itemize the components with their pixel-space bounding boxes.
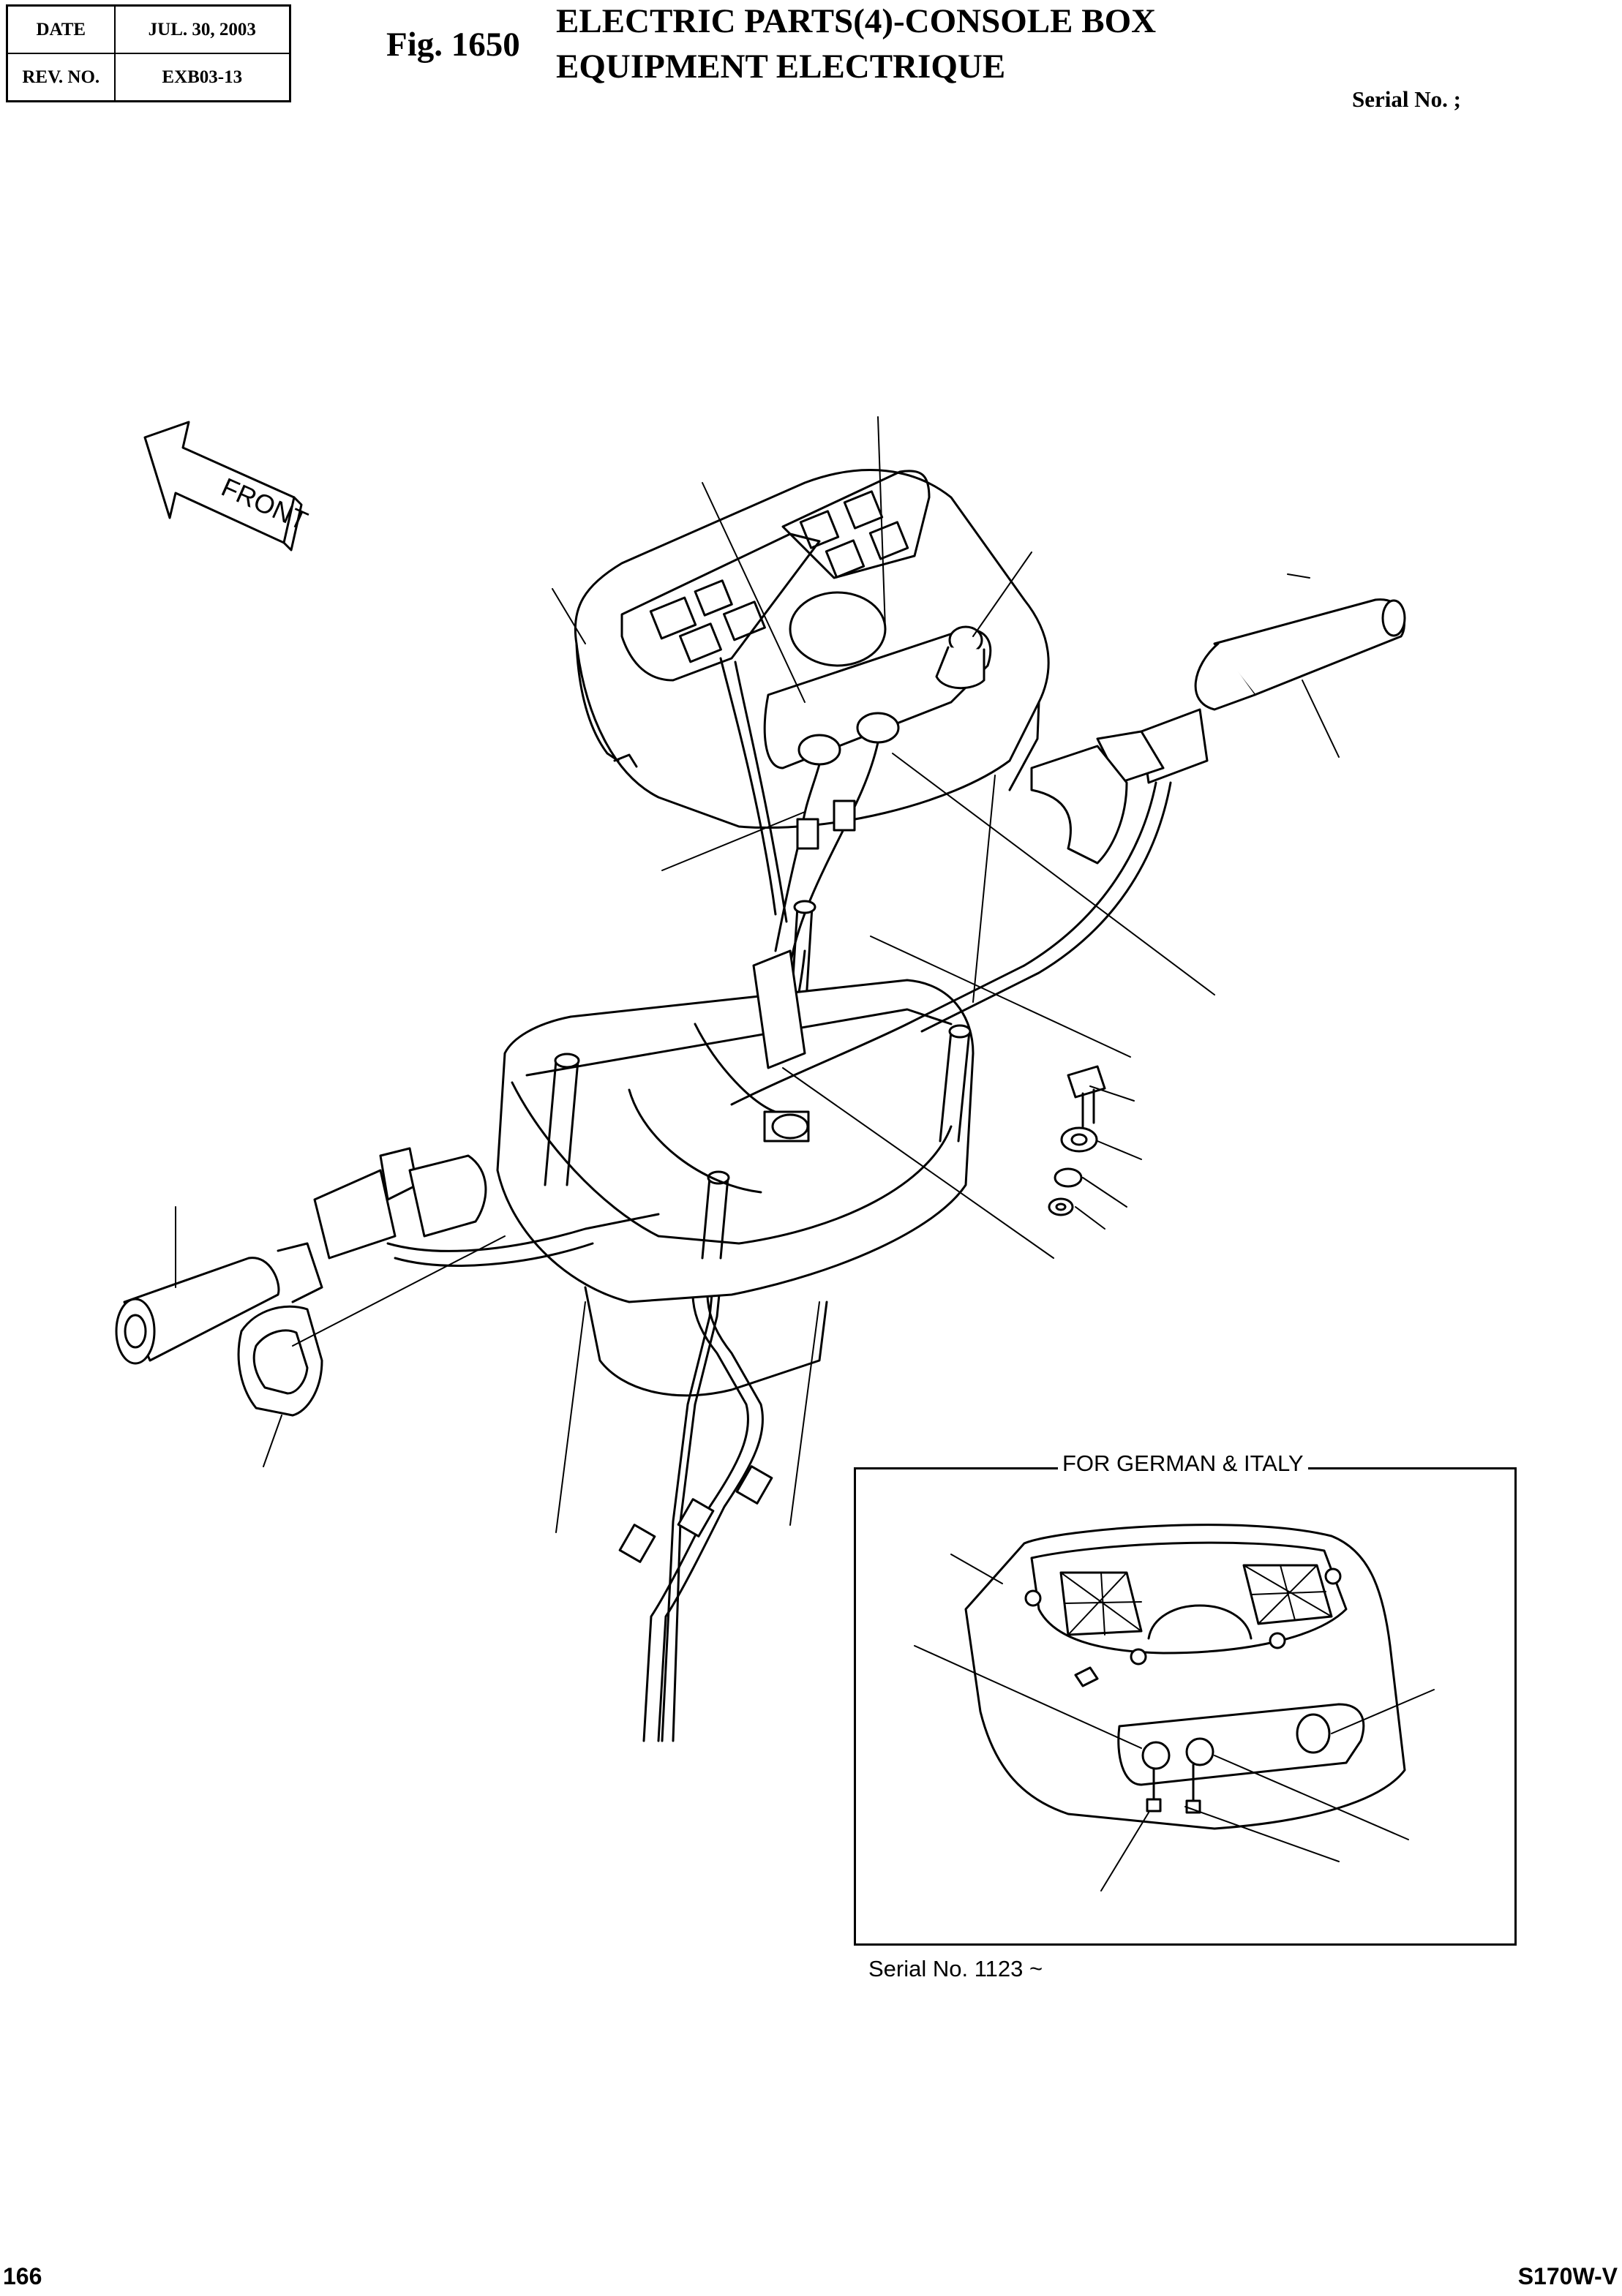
- figure-title-fr: EQUIPMENT ELECTRIQUE: [556, 48, 1006, 86]
- inset-console-cover: [966, 1525, 1405, 1829]
- inset-frame: [854, 1467, 1517, 1946]
- left-joystick: [116, 1148, 658, 1363]
- right-joystick: [732, 600, 1405, 1104]
- wire-harness: [620, 658, 878, 1741]
- hardware: [1049, 1066, 1105, 1215]
- rev-value: EXB03-13: [113, 53, 291, 102]
- date-value: JUL. 30, 2003: [113, 4, 291, 54]
- date-label: DATE: [6, 4, 116, 54]
- grommet: [239, 1306, 322, 1415]
- figure-number: Fig. 1650: [386, 26, 520, 64]
- model-number: S170W-V: [1517, 2263, 1618, 2289]
- serial-number: Serial No. ;: [1352, 86, 1461, 112]
- inset-serial: Serial No. 1123 ~: [868, 1956, 1043, 1981]
- console-base: [498, 951, 973, 1396]
- figure-title-en: ELECTRIC PARTS(4)-CONSOLE BOX: [556, 2, 1157, 40]
- rev-label: REV. NO.: [6, 53, 116, 102]
- console-cover: [575, 470, 1048, 828]
- leader-lines: [176, 417, 1339, 1532]
- revision-table: DATE JUL. 30, 2003 REV. NO. EXB03-13: [6, 4, 291, 102]
- front-arrow: [145, 422, 301, 550]
- inset-label: FOR GERMAN & ITALY: [1058, 1450, 1308, 1477]
- page-number: 166: [3, 2263, 42, 2289]
- inset-leader-lines: [915, 1554, 1434, 1891]
